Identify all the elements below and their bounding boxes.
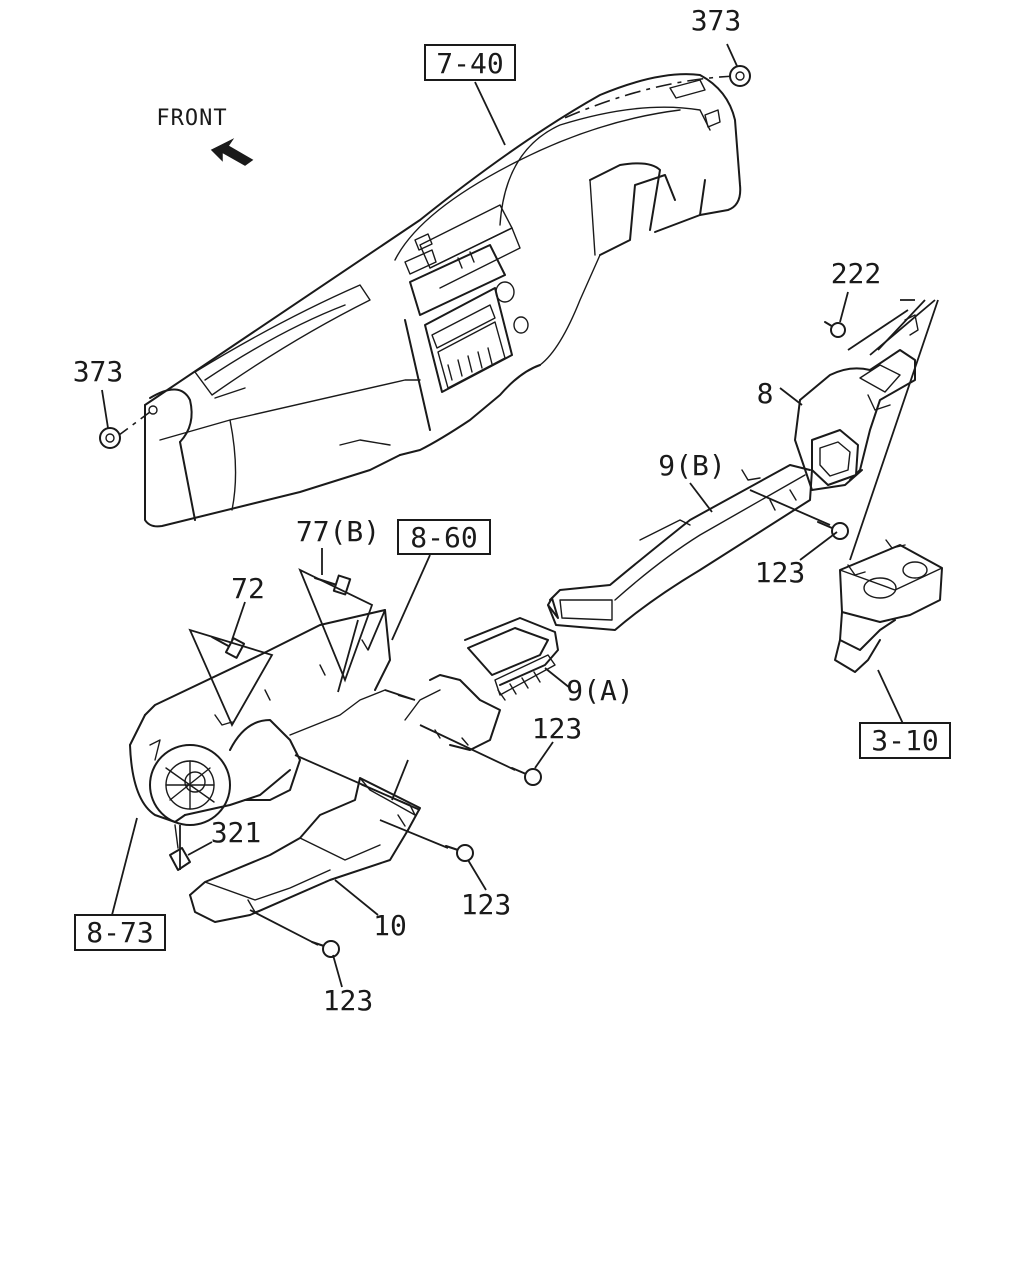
ref-label-8-60: 8-60 xyxy=(410,521,477,554)
dash-line xyxy=(559,75,736,121)
screw-123-mid xyxy=(511,767,542,786)
foot-duct-10 xyxy=(189,777,421,923)
callout-373-left: 373 xyxy=(73,355,124,388)
ref-box-7-40: 7-40 xyxy=(424,44,516,81)
ref-box-8-60: 8-60 xyxy=(397,519,491,555)
callout-8: 8 xyxy=(757,377,774,410)
callout-123-right: 123 xyxy=(755,556,806,589)
duct-9b xyxy=(547,464,813,631)
clip-nut-373-left xyxy=(99,427,121,449)
clip-nut-373-top xyxy=(729,65,751,87)
callout-321: 321 xyxy=(211,816,262,849)
front-label: FRONT xyxy=(156,106,227,131)
callout-123-low: 123 xyxy=(461,888,512,921)
front-arrow-icon xyxy=(210,138,254,166)
ref-box-8-73: 8-73 xyxy=(74,914,166,951)
ref-label-8-73: 8-73 xyxy=(86,916,153,949)
leader-lines xyxy=(101,43,906,988)
callout-77b: 77(B) xyxy=(296,515,380,548)
screw-123-right xyxy=(817,521,849,540)
bolt-222 xyxy=(824,321,846,338)
instrument-panel xyxy=(144,73,742,528)
ref-label-7-40: 7-40 xyxy=(436,47,503,80)
callout-72: 72 xyxy=(231,572,265,605)
ref-box-3-10: 3-10 xyxy=(859,722,951,759)
callout-10: 10 xyxy=(373,909,407,942)
assembly-lines xyxy=(179,299,939,946)
heater-unit xyxy=(129,609,391,826)
bolt-77b xyxy=(314,574,352,596)
ref-label-3-10: 3-10 xyxy=(871,724,938,757)
clip-321 xyxy=(169,824,191,871)
callout-123-mid: 123 xyxy=(532,712,583,745)
callout-222: 222 xyxy=(831,257,882,290)
bracket-3-10 xyxy=(834,539,943,673)
bolt-72 xyxy=(211,636,246,659)
dash-line xyxy=(114,411,151,439)
callout-373-top: 373 xyxy=(691,4,742,37)
duct-part-8 xyxy=(794,314,919,491)
callout-9b: 9(B) xyxy=(658,449,725,482)
duct-9a xyxy=(404,617,559,751)
screw-123-low xyxy=(445,844,474,862)
callout-123-bottom: 123 xyxy=(323,984,374,1017)
callout-9a: 9(A) xyxy=(566,674,633,707)
